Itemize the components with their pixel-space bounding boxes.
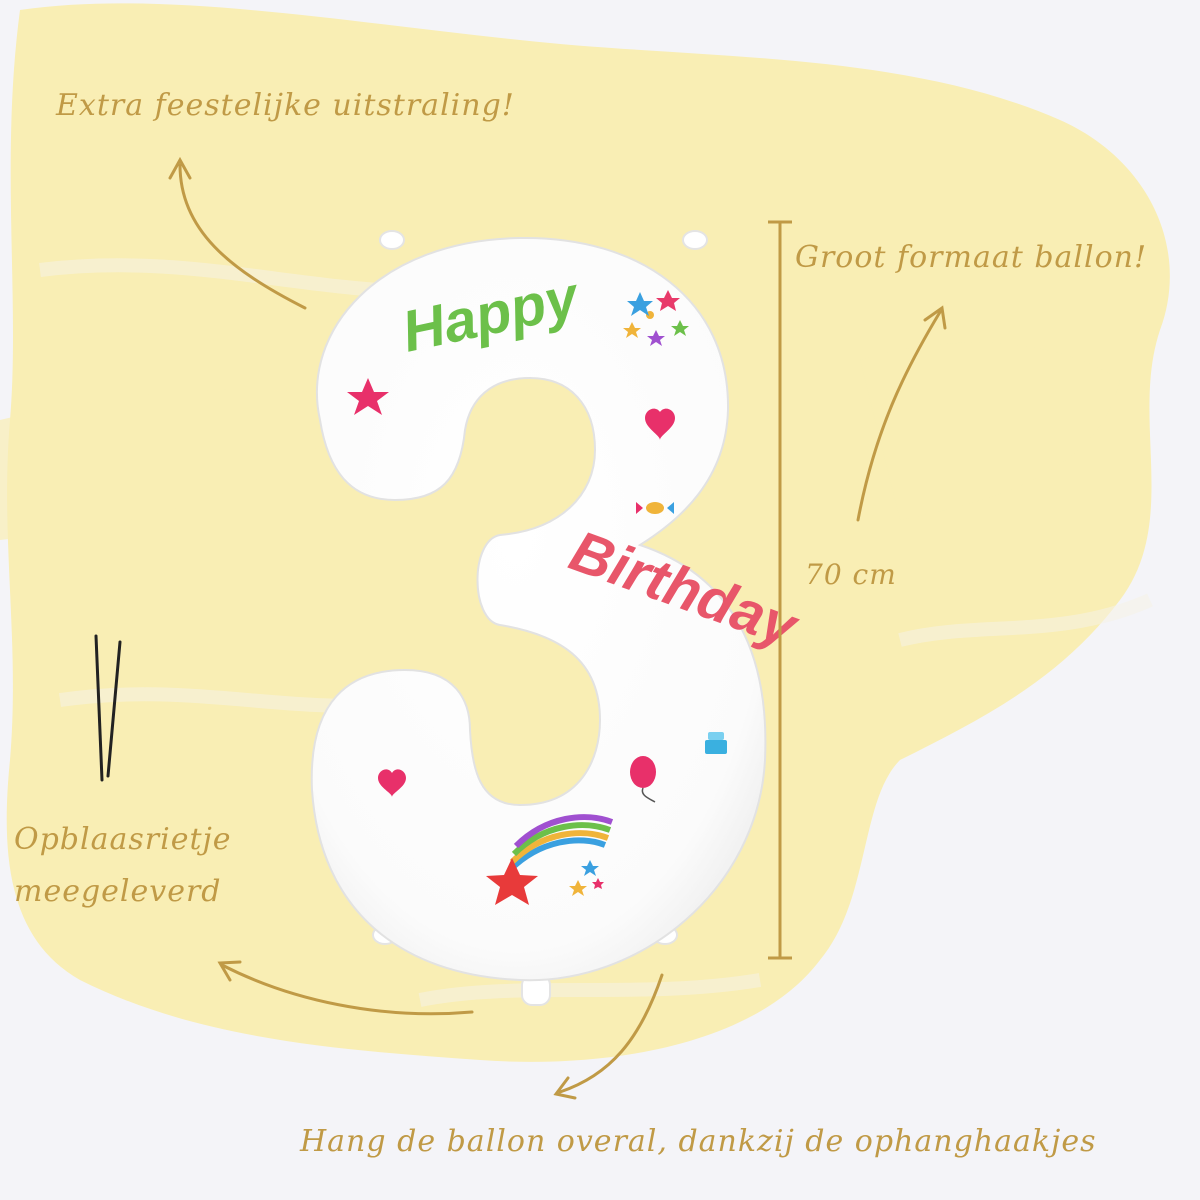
balloon-number-three: Happy Birthday	[310, 230, 808, 1006]
caption-straw: Opblaasrietje meegeleverd	[14, 814, 284, 918]
arrow-large-size	[856, 305, 947, 522]
heart-icon-small	[378, 769, 406, 797]
balloon-icon	[630, 756, 656, 803]
arrow-straw	[217, 960, 474, 1016]
caption-straw-line1: Opblaasrietje	[14, 822, 232, 857]
star-icon	[347, 378, 389, 415]
caption-hang: Hang de ballon overal, dankzij de ophang…	[300, 1124, 1097, 1159]
caption-dimension: 70 cm	[805, 558, 897, 591]
hanging-hook-top-right	[682, 230, 708, 250]
heart-icon	[645, 408, 675, 440]
cake-icon	[705, 732, 727, 754]
caption-large-size: Groot formaat ballon!	[795, 240, 1148, 275]
caption-festive: Extra feestelijke uitstraling!	[56, 88, 515, 123]
arrow-festive	[168, 156, 307, 310]
measure-line	[768, 220, 792, 960]
candy-icon	[636, 502, 674, 514]
shooting-star-icon	[486, 814, 614, 905]
fireworks-icon	[623, 290, 689, 346]
caption-straw-line2: meegeleverd	[14, 874, 222, 909]
inflation-straw-icon	[94, 634, 122, 782]
arrow-hang	[553, 973, 664, 1100]
hanging-hook-top-left	[379, 230, 405, 250]
